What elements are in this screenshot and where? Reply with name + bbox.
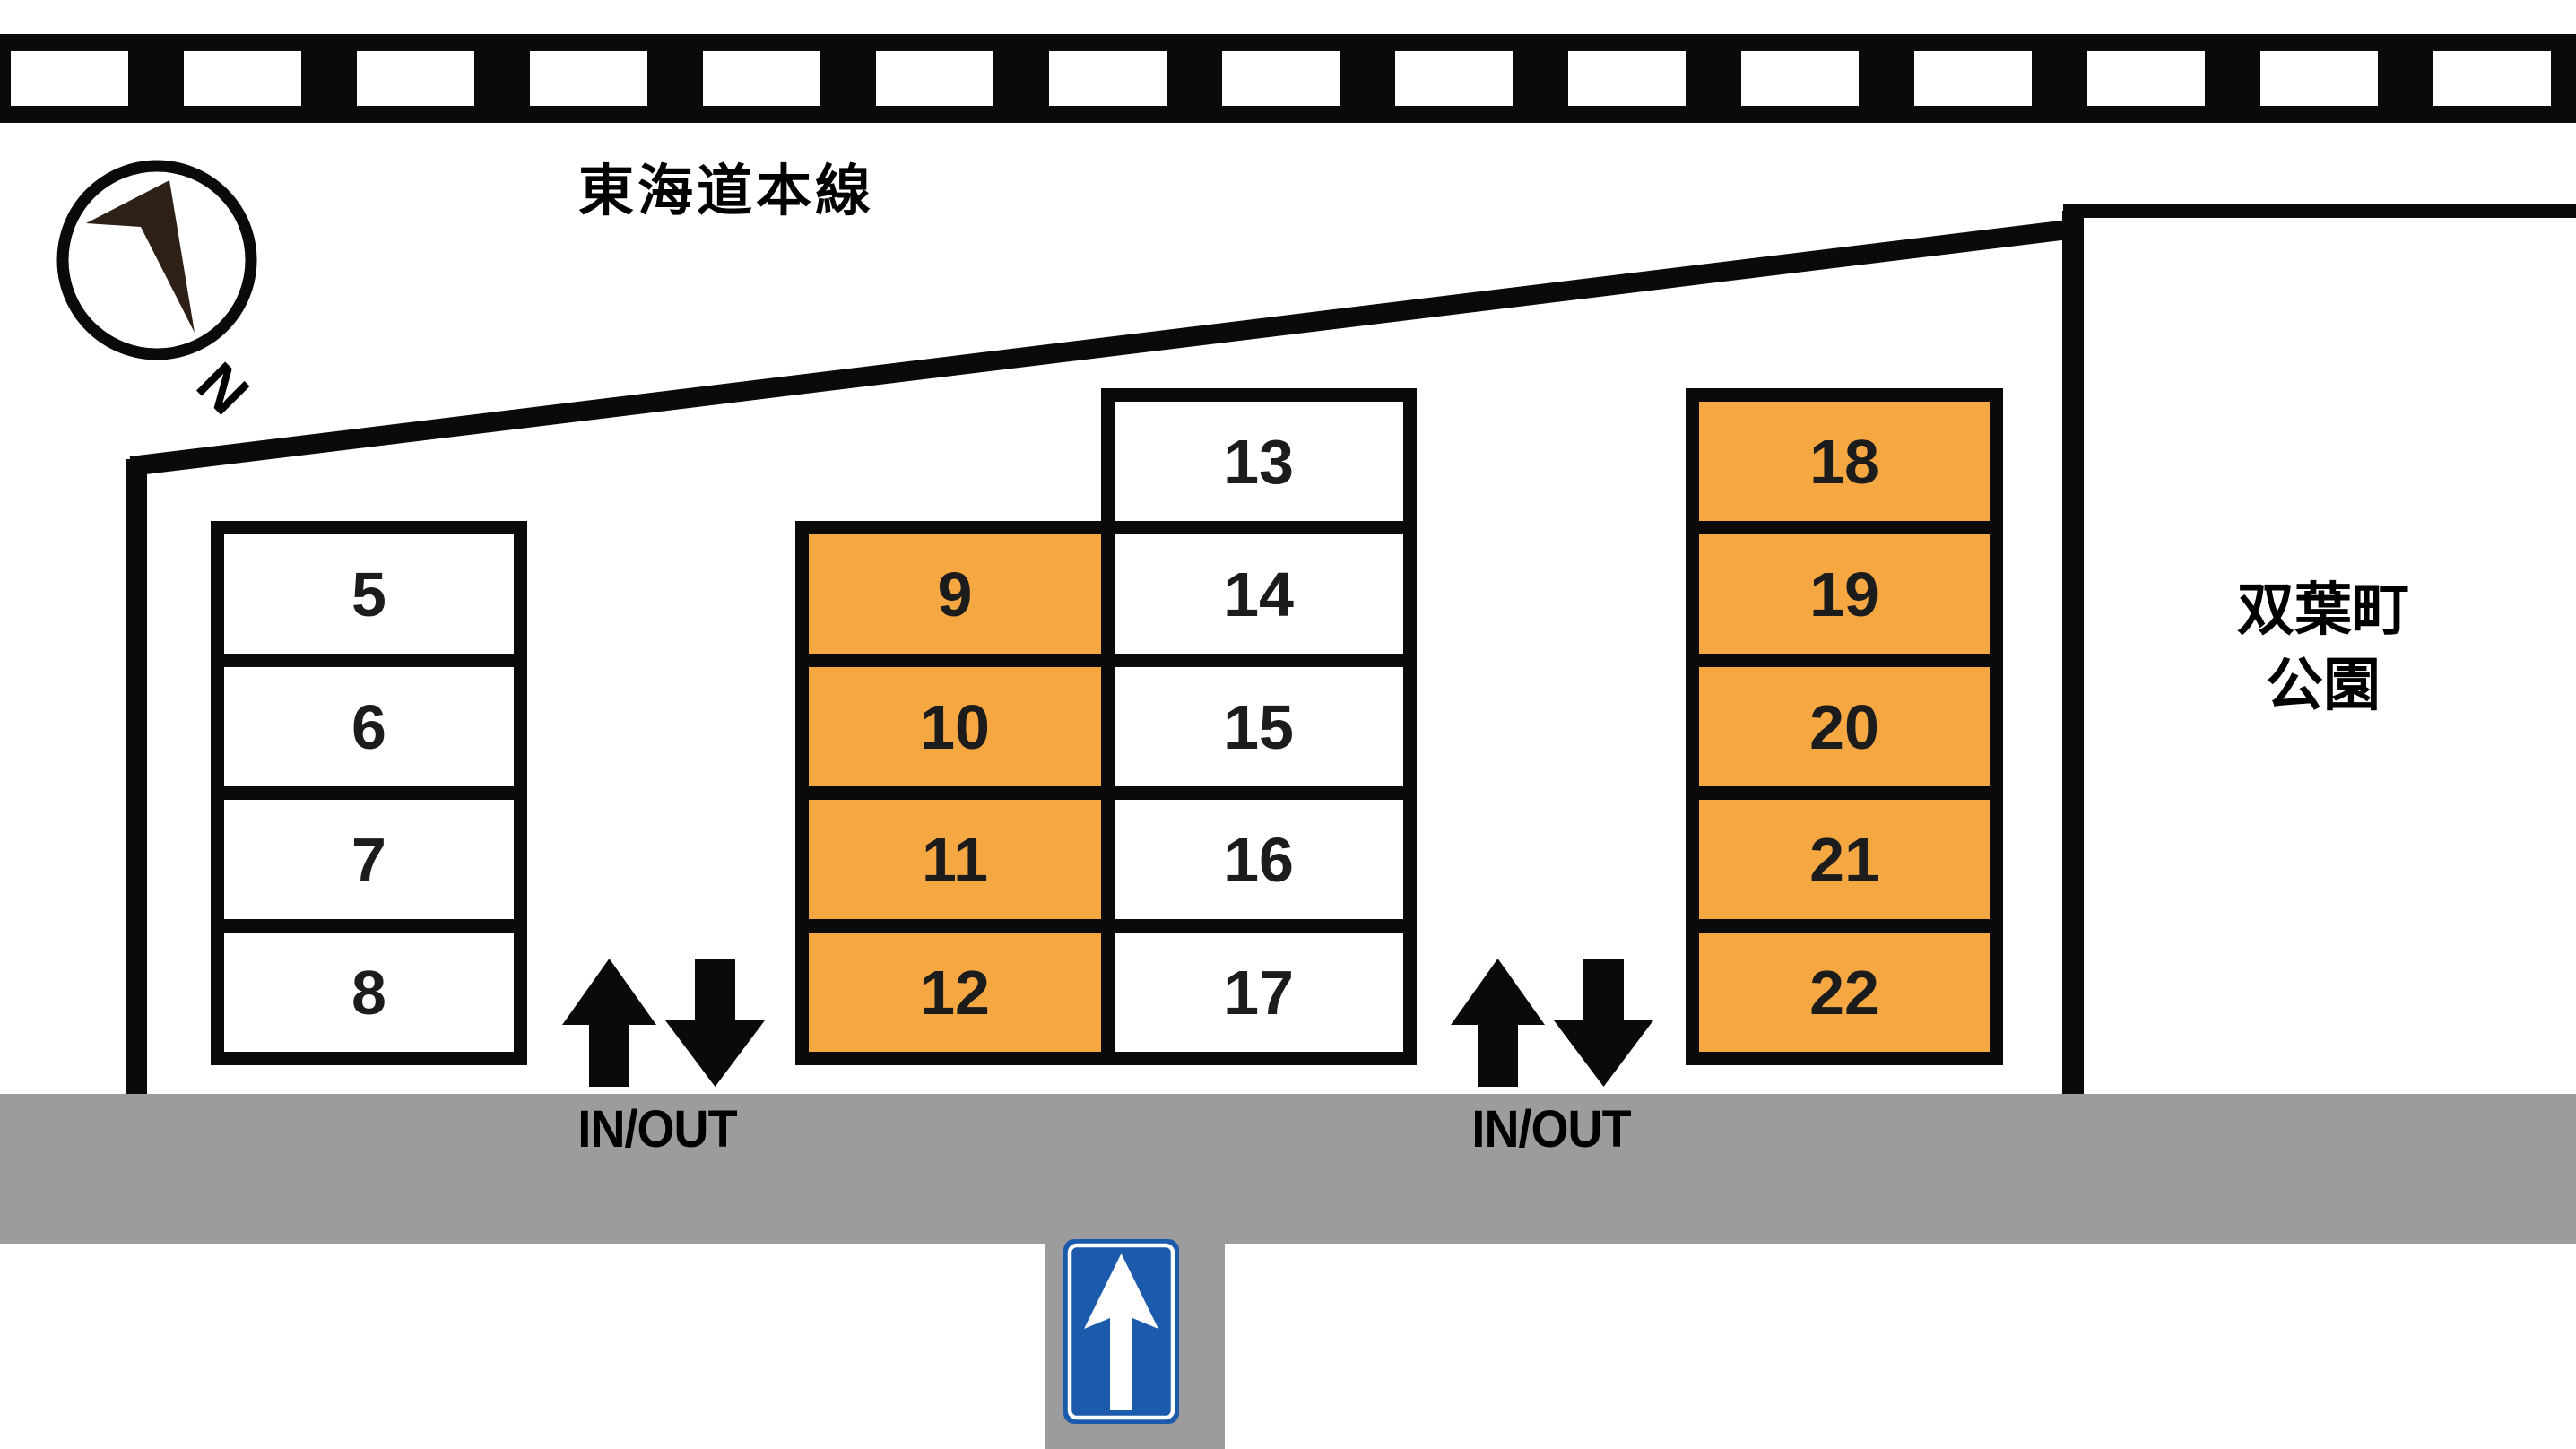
parking-space-5: 5	[224, 534, 514, 654]
parking-space-16: 16	[1115, 800, 1403, 919]
up-arrow-icon	[1084, 1254, 1158, 1410]
parking-space-17: 17	[1115, 933, 1403, 1052]
one-way-sign	[1063, 1239, 1179, 1424]
gate1-out-arrow-icon	[665, 959, 765, 1087]
parking-space-21: 21	[1699, 800, 1990, 919]
gate1-inout-label: IN/OUT	[577, 1100, 737, 1158]
gate2-arrows	[1451, 959, 1653, 1087]
neighbor-park-line2: 公園	[2266, 653, 2381, 718]
neighbor-park-line1: 双葉町	[2237, 577, 2409, 642]
front-road	[0, 1094, 2576, 1244]
parking-space-8: 8	[224, 933, 514, 1052]
parking-space-18: 18	[1699, 402, 1990, 521]
parking-space-9: 9	[809, 534, 1101, 654]
boundary-north-diagonal-line	[129, 219, 2077, 476]
gate2-out-arrow-icon	[1554, 959, 1653, 1087]
parking-space-6: 6	[224, 667, 514, 786]
parking-space-22: 22	[1699, 933, 1990, 1052]
parking-column-west-column: 5 6 7 8	[211, 521, 527, 1065]
parking-space-12: 12	[809, 933, 1101, 1052]
parking-column-east-column: 18 19 20 21 22	[1686, 388, 2003, 1065]
one-way-sign-border	[1067, 1243, 1175, 1420]
parking-space-13: 13	[1115, 402, 1403, 521]
parking-column-middle-west-column: 9 10 11 12	[795, 521, 1115, 1065]
gate2-inout-label: IN/OUT	[1471, 1100, 1631, 1158]
parking-column-middle-east-column: 13 14 15 16 17	[1101, 388, 1417, 1065]
gate1-in-arrow-icon	[562, 959, 656, 1087]
parking-space-10: 10	[809, 667, 1101, 786]
railway-track	[0, 34, 2576, 123]
parking-space-7: 7	[224, 800, 514, 919]
compass: N	[56, 160, 262, 427]
railway-ties-pattern	[0, 51, 2576, 106]
compass-needle-icon	[86, 180, 195, 333]
parking-space-14: 14	[1115, 534, 1403, 654]
railway-name-label: 東海道本線	[577, 161, 874, 222]
parking-space-19: 19	[1699, 534, 1990, 654]
gate2-in-arrow-icon	[1451, 959, 1545, 1087]
parking-space-11: 11	[809, 800, 1101, 919]
parking-space-20: 20	[1699, 667, 1990, 786]
neighbor-park-label: 双葉町 公園	[2189, 572, 2458, 724]
gate1-arrows	[562, 959, 765, 1087]
parking-space-15: 15	[1115, 667, 1403, 786]
